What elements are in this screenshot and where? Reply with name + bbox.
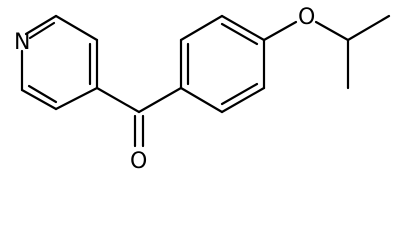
bond-c3-c4 (54, 86, 99, 111)
bond-b5-b6-inner (220, 82, 259, 106)
bond-ether-oxygen-ch (314, 20, 350, 42)
pyridine-ring (20, 14, 99, 111)
bond-b5-b6 (220, 86, 266, 114)
ether-oxygen-atom-label: O (298, 5, 315, 30)
bond-ch-methyl-top (346, 14, 391, 42)
bond-b2-b3 (179, 14, 224, 42)
bond-c5-c6 (54, 14, 99, 42)
molecule-structure-diagram: N O O (14, 5, 391, 174)
carbonyl-group (95, 86, 183, 148)
bond-b6-b1 (179, 86, 224, 114)
benzene-ring (179, 14, 266, 114)
carbonyl-oxygen-atom-label: O (130, 149, 147, 174)
bond-carbonyl-benzene (137, 86, 183, 114)
bond-b3-b4-inner (220, 22, 259, 46)
bond-c6-n-inner (28, 21, 56, 40)
bond-b3-b4 (220, 14, 266, 42)
bond-c2-c3-inner (27, 84, 58, 104)
bond-pyridine-carbonyl (95, 86, 141, 114)
isopropoxy-group (262, 14, 391, 90)
bond-c6-n (24, 14, 58, 36)
bond-c2-c3 (20, 88, 58, 111)
bond-benzene-ether-oxygen (262, 20, 298, 42)
nitrogen-atom-label: N (14, 30, 30, 55)
